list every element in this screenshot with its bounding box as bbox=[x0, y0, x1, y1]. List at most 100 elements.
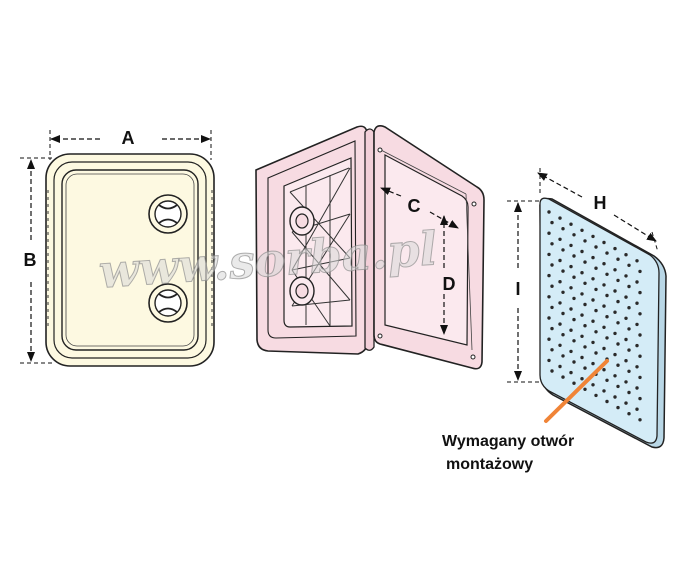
perforation-dot bbox=[627, 284, 631, 289]
label-d: D bbox=[443, 274, 456, 294]
perforation-dot bbox=[605, 251, 609, 255]
perforation-dot bbox=[635, 386, 639, 390]
perforation-dot bbox=[558, 258, 562, 263]
perforation-dot bbox=[605, 336, 609, 340]
perforation-dot bbox=[572, 296, 576, 301]
perforation-dot bbox=[561, 354, 565, 358]
perforation-dot bbox=[572, 317, 576, 322]
perforation-dot bbox=[602, 325, 606, 329]
perforation-dot bbox=[613, 352, 617, 357]
perforation-dot bbox=[594, 351, 598, 355]
perforation-dot bbox=[594, 308, 598, 313]
perforation-dot bbox=[583, 239, 587, 243]
dimension-a: A bbox=[49, 128, 212, 160]
perforation-dot bbox=[605, 378, 609, 382]
perforation-dot bbox=[638, 375, 642, 380]
perforation-dot bbox=[624, 253, 628, 257]
perforation-dot bbox=[638, 269, 642, 274]
perforation-dot bbox=[635, 259, 639, 263]
dimension-b: B bbox=[20, 157, 52, 364]
perforation-dot bbox=[635, 343, 639, 348]
perforation-dot bbox=[635, 301, 639, 305]
perforation-dot bbox=[613, 395, 617, 399]
perforation-dot bbox=[569, 243, 573, 248]
perforation-dot bbox=[550, 263, 554, 267]
perforation-dot bbox=[602, 304, 606, 308]
perforation-dot bbox=[602, 346, 606, 351]
perforation-dot bbox=[591, 340, 595, 345]
perforation-dot bbox=[594, 245, 598, 249]
mounting-panel: H I bbox=[507, 168, 667, 449]
perforation-dot bbox=[583, 302, 587, 307]
perforation-dot bbox=[638, 354, 642, 358]
perforation-dot bbox=[547, 295, 551, 299]
perforation-dot bbox=[561, 333, 565, 337]
perforation-dot bbox=[558, 343, 562, 347]
perforation-dot bbox=[572, 381, 576, 385]
perforation-dot bbox=[561, 375, 565, 379]
perforation-dot bbox=[561, 311, 565, 316]
perforation-dot bbox=[550, 284, 554, 288]
perforation-dot bbox=[580, 249, 584, 254]
perforation-dot bbox=[635, 322, 639, 327]
perforation-dot bbox=[569, 307, 573, 311]
perforation-dot bbox=[605, 315, 609, 319]
perforation-dot bbox=[638, 312, 642, 316]
latch-knob-bottom bbox=[148, 283, 188, 323]
perforation-dot bbox=[580, 292, 584, 296]
perforation-dot bbox=[583, 345, 587, 349]
perforation-dot bbox=[580, 313, 584, 317]
latch-knob-top bbox=[148, 194, 188, 234]
perforation-dot bbox=[616, 257, 620, 261]
perforation-dot bbox=[605, 293, 609, 298]
perforation-dot bbox=[613, 331, 617, 336]
label-i: I bbox=[515, 279, 520, 299]
perforation-dot bbox=[616, 299, 620, 304]
perforation-dot bbox=[572, 275, 576, 279]
perforation-dot bbox=[594, 266, 598, 270]
perforation-dot bbox=[591, 255, 595, 260]
perforation-dot bbox=[558, 216, 562, 220]
perforation-dot bbox=[602, 262, 606, 266]
perforation-dot bbox=[572, 233, 576, 237]
perforation-dot bbox=[635, 365, 639, 369]
perforation-dot bbox=[569, 222, 573, 226]
perforation-dot bbox=[616, 384, 620, 389]
perforation-dot bbox=[550, 369, 554, 373]
perforation-dot bbox=[638, 418, 642, 422]
caption-line-2: montażowy bbox=[446, 456, 534, 473]
perforation-dot bbox=[550, 348, 554, 352]
perforation-dot bbox=[624, 401, 628, 405]
perforation-dot bbox=[624, 337, 628, 342]
perforation-dot bbox=[580, 355, 584, 360]
perforation-dot bbox=[627, 348, 631, 352]
perforation-dot bbox=[561, 269, 565, 273]
perforation-dot bbox=[580, 334, 584, 338]
caption-line-1: Wymagany otwór bbox=[442, 433, 575, 450]
perforation-dot bbox=[547, 231, 551, 235]
perforation-dot bbox=[550, 220, 554, 225]
perforation-dot bbox=[605, 272, 609, 276]
perforation-dot bbox=[550, 305, 554, 310]
perforation-dot bbox=[580, 271, 584, 275]
perforation-dot bbox=[583, 387, 587, 391]
perforation-dot bbox=[547, 252, 551, 257]
perforation-dot bbox=[638, 333, 642, 337]
hatch-front-view: A B bbox=[20, 128, 215, 367]
perforation-dot bbox=[561, 290, 565, 294]
dimension-i: I bbox=[507, 200, 542, 383]
label-h: H bbox=[594, 193, 607, 213]
perforation-dot bbox=[583, 281, 587, 285]
perforation-dot bbox=[616, 321, 620, 325]
perforation-dot bbox=[591, 383, 595, 387]
perforation-dot bbox=[572, 254, 576, 258]
hatch-open-view: C D bbox=[255, 125, 485, 370]
perforation-dot bbox=[638, 290, 642, 295]
perforation-dot bbox=[638, 396, 642, 401]
perforation-dot bbox=[616, 278, 620, 283]
perforation-dot bbox=[624, 316, 628, 320]
perforation-dot bbox=[547, 210, 551, 214]
perforation-dot bbox=[547, 337, 551, 341]
perforation-dot bbox=[583, 366, 587, 370]
